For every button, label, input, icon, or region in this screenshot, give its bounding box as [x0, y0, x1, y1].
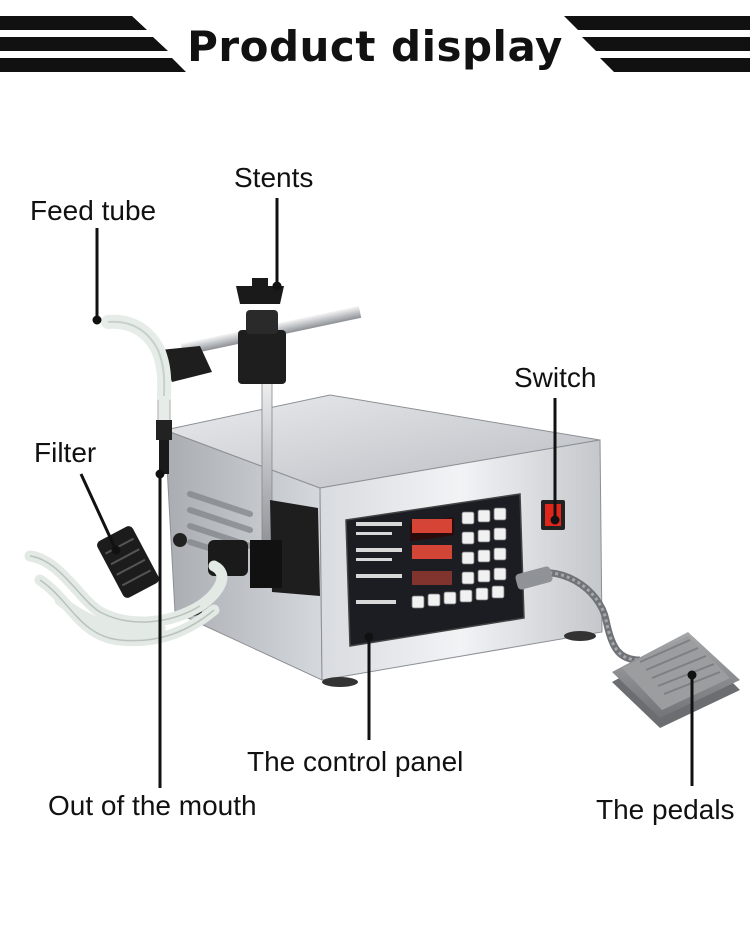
pump-head — [208, 500, 320, 596]
control-panel-graphic — [345, 493, 525, 647]
filter-graphic — [97, 526, 159, 598]
header-stripes-right — [564, 16, 750, 72]
label-filter: Filter — [34, 437, 97, 468]
callout-leader-lines — [79, 198, 697, 788]
label-stents: Stents — [234, 162, 314, 193]
pedal-cable — [515, 566, 641, 664]
label-out-of-mouth: Out of the mouth — [48, 790, 257, 821]
label-pedals: The pedals — [596, 794, 735, 825]
header-stripes-left — [0, 16, 186, 72]
feed-tube-graphic — [101, 314, 172, 403]
power-switch-graphic — [541, 500, 565, 530]
support-stand — [180, 278, 362, 551]
label-switch: Switch — [514, 362, 597, 393]
foot-pedal-graphic — [612, 632, 740, 728]
label-control-panel: The control panel — [247, 746, 464, 777]
label-feed-tube: Feed tube — [30, 195, 157, 226]
page-title: Product display — [187, 22, 563, 71]
